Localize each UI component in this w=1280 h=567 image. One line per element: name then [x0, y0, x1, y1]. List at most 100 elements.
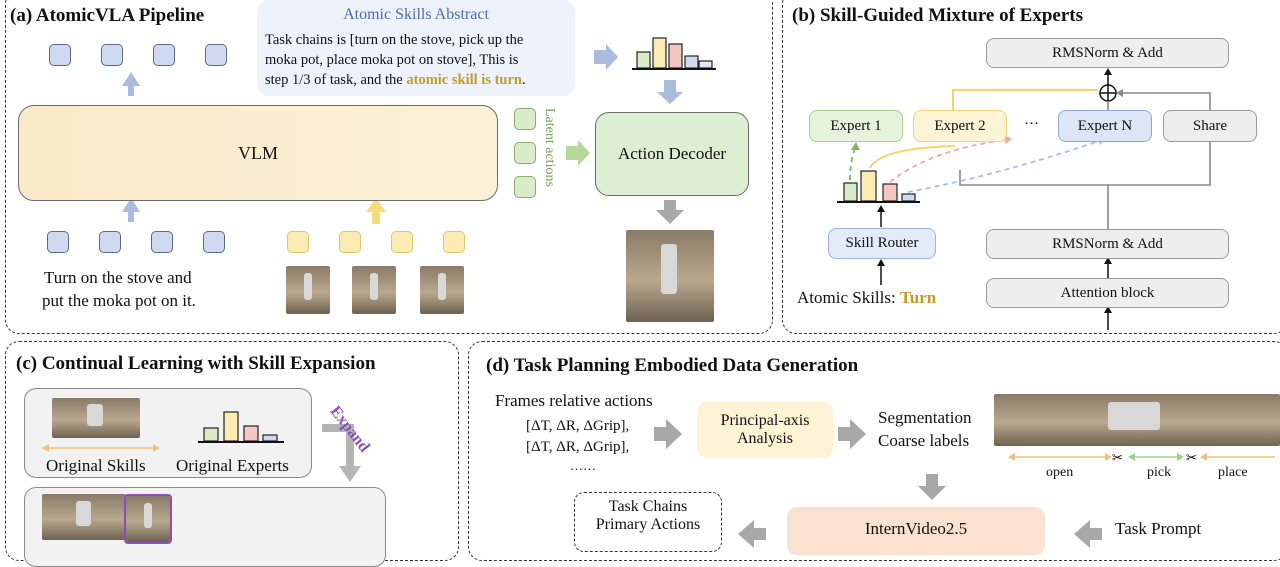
input-token-4 — [203, 231, 225, 253]
frames-line-2: [ΔT, ΔR, ΔGrip], — [526, 439, 630, 455]
task-chains-line-1: Task Chains — [608, 498, 688, 515]
skill-router-label: Skill Router — [845, 235, 919, 251]
output-token-2 — [101, 44, 123, 66]
panel-a-title: (a) AtomicVLA Pipeline — [10, 5, 205, 26]
rmsnorm-bottom-label: RMSNorm & Add — [1052, 235, 1163, 252]
seg-label-pick: pick — [1147, 465, 1172, 480]
abstract-line-3-text: step 1/3 of task, and the — [265, 72, 407, 88]
arrow-right-latent — [566, 140, 590, 166]
original-experts-histogram — [198, 411, 284, 443]
principal-axis-analysis-box: Principal-axis Analysis — [697, 402, 833, 458]
svg-text:✂: ✂ — [1112, 450, 1123, 465]
seg-label-place: place — [1218, 465, 1248, 480]
expert-1-box: Expert 1 — [809, 110, 903, 142]
instruction-line-1: Turn on the stove and — [44, 268, 192, 287]
vlm-label: VLM — [238, 142, 278, 163]
latent-actions-text: Latent actions — [542, 108, 557, 187]
frames-line-1: [ΔT, ΔR, ΔGrip], — [526, 418, 630, 434]
input-token-2 — [99, 231, 121, 253]
abstract-period: . — [521, 72, 526, 88]
coarse-labels-label: Coarse labels — [878, 431, 970, 450]
latent-token-1 — [514, 108, 536, 130]
vlm-block: VLM — [18, 105, 498, 201]
expert-2-label: Expert 2 — [934, 117, 986, 134]
frames-line-3: …… — [570, 458, 596, 473]
action-decoder-label: Action Decoder — [617, 144, 727, 163]
rmsnorm-top-label: RMSNorm & Add — [1052, 44, 1163, 61]
pca-line-1: Principal-axis — [720, 412, 810, 429]
arrow-down-hist — [657, 80, 683, 104]
observation-image-3 — [420, 266, 464, 314]
panel-c-title: (c) Continual Learning with Skill Expans… — [16, 353, 376, 374]
expanded-skills-images — [42, 494, 126, 540]
panel-b-connections — [837, 68, 1211, 330]
seg-label-open: open — [1046, 465, 1074, 480]
original-skills-images — [52, 398, 140, 438]
atomic-skills-label: Atomic Skills: Turn — [797, 288, 936, 308]
arrow-down-decoder — [656, 200, 684, 224]
rmsnorm-add-bottom: RMSNorm & Add — [986, 229, 1229, 259]
panel-d-title: (d) Task Planning Embodied Data Generati… — [486, 355, 859, 376]
image-token-4 — [443, 231, 465, 253]
pca-line-2: Analysis — [737, 430, 793, 447]
arrow-right-abstract — [594, 44, 618, 70]
internvideo-box: InternVideo2.5 — [787, 507, 1045, 555]
panel-b-title: (b) Skill-Guided Mixture of Experts — [792, 5, 1083, 26]
panel-a — [5, 0, 773, 334]
image-token-2 — [339, 231, 361, 253]
atomic-skills-value: Turn — [899, 288, 937, 307]
arrow-up-input-blue — [122, 198, 140, 222]
observation-image-1 — [286, 266, 330, 314]
original-experts-label: Original Experts — [176, 456, 289, 475]
atomic-skills-abstract-box — [257, 0, 575, 96]
svg-text:✂: ✂ — [1186, 450, 1197, 465]
share-expert-box: Share — [1163, 110, 1257, 142]
abstract-highlight: atomic skill is turn — [406, 72, 522, 88]
robot-execution-image — [626, 230, 714, 322]
latent-actions-label: Latent actions — [541, 108, 561, 200]
arrow-up-input-yellow — [366, 198, 386, 224]
instruction-line-2: put the moka pot on it. — [42, 291, 196, 310]
internvideo-label: InternVideo2.5 — [864, 519, 968, 538]
attention-label: Attention block — [1060, 284, 1155, 301]
panel-a-arrows — [122, 37, 716, 224]
output-token-4 — [205, 44, 227, 66]
input-token-3 — [151, 231, 173, 253]
router-histogram — [837, 170, 920, 203]
output-token-3 — [153, 44, 175, 66]
image-token-3 — [391, 231, 413, 253]
task-chains-line-2: Primary Actions — [595, 516, 701, 533]
expert-1-label: Expert 1 — [830, 117, 882, 134]
task-prompt-label: Task Prompt — [1115, 519, 1202, 538]
segmentation-frames — [994, 394, 1280, 446]
input-token-1 — [47, 231, 69, 253]
task-chains-box: Task Chains Primary Actions — [574, 492, 722, 552]
observation-image-2 — [352, 266, 396, 314]
segmentation-label: Segmentation — [878, 408, 972, 427]
output-token-1 — [49, 44, 71, 66]
abstract-line-2: moka pot, place moka pot on stove], This… — [265, 52, 519, 68]
abstract-line-1: Task chains is [turn on the stove, pick … — [265, 32, 524, 48]
action-decoder-block: Action Decoder — [595, 112, 749, 196]
rmsnorm-add-top: RMSNorm & Add — [986, 38, 1229, 68]
image-token-1 — [287, 231, 309, 253]
experts-ellipsis: ··· — [1024, 116, 1039, 132]
latent-token-3 — [514, 176, 536, 198]
expert-2-box: Expert 2 — [913, 110, 1007, 142]
new-skill-image — [124, 494, 172, 544]
expert-n-box: Expert N — [1058, 110, 1152, 142]
latent-token-2 — [514, 142, 536, 164]
arrow-up-output — [122, 72, 140, 96]
skill-router-box: Skill Router — [828, 228, 936, 259]
panel-d-arrows: ✂ ✂ — [654, 419, 1275, 548]
abstract-title: Atomic Skills Abstract — [343, 6, 489, 23]
frames-title: Frames relative actions — [495, 391, 653, 410]
expert-n-label: Expert N — [1077, 117, 1133, 134]
attention-block: Attention block — [986, 278, 1229, 308]
panel-b — [782, 0, 1280, 334]
original-skills-label: Original Skills — [46, 456, 146, 475]
abstract-line-3: step 1/3 of task, and the atomic skill i… — [265, 72, 526, 89]
action-histogram — [632, 37, 716, 70]
share-label: Share — [1192, 117, 1228, 134]
atomic-skills-prefix: Atomic Skills: — [797, 288, 900, 307]
